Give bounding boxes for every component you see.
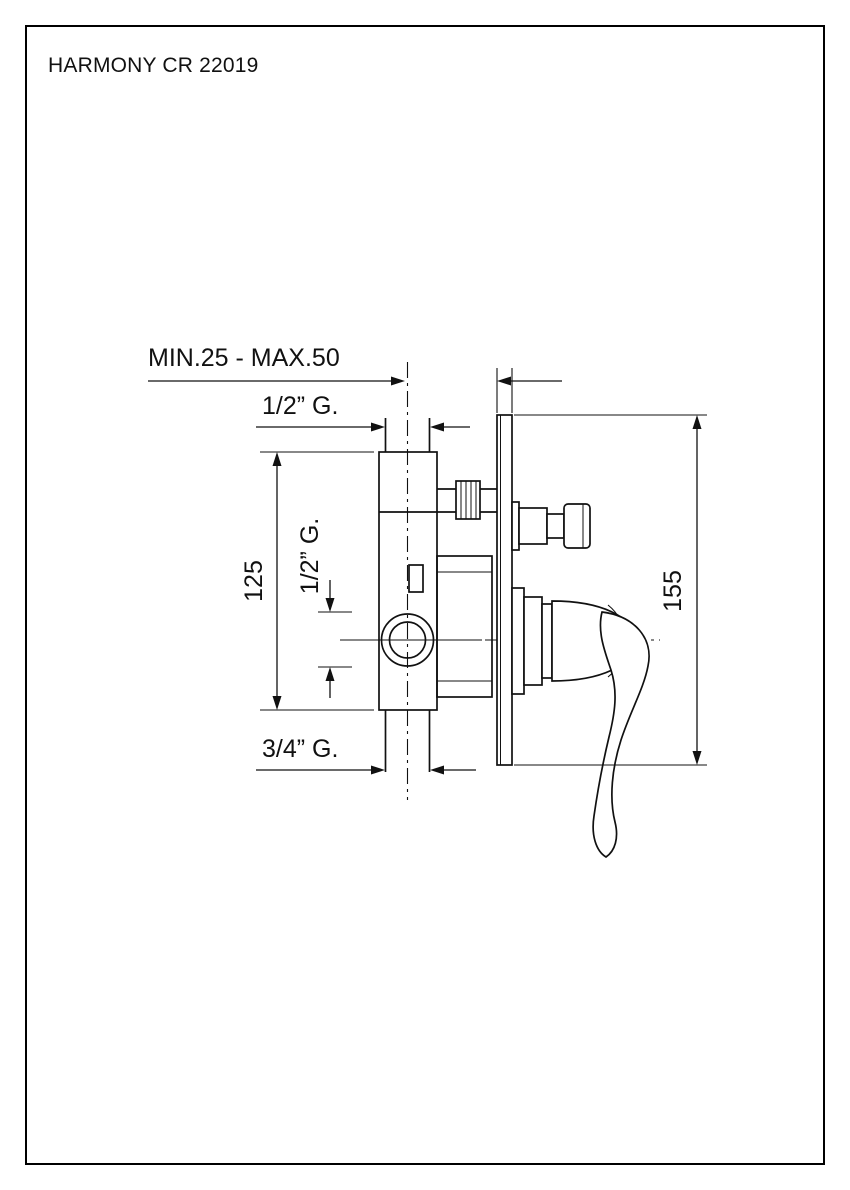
mixer-body (318, 418, 497, 772)
diverter-knob (511, 501, 591, 551)
connection-nut (455, 480, 481, 520)
dimension-body-height: 125 (240, 451, 374, 711)
top-thread-label: 1/2” G. (262, 392, 338, 420)
handle-lever (592, 611, 650, 859)
plate-height-label: 155 (659, 570, 687, 612)
border-frame (25, 25, 825, 1165)
dimension-depth-range: MIN.25 - MAX.50 (148, 344, 562, 386)
dimension-bottom-thread: 3/4” G. (256, 735, 476, 775)
drawing-title: HARMONY CR 22019 (48, 54, 259, 77)
bottom-thread-label: 3/4” G. (262, 735, 338, 763)
wall-plate (496, 368, 513, 766)
dimension-top-thread: 1/2” G. (256, 392, 470, 432)
body-height-label: 125 (240, 560, 268, 602)
depth-range-label: MIN.25 - MAX.50 (148, 344, 340, 372)
side-thread-label: 1/2” G. (296, 518, 324, 594)
body-slot (408, 564, 424, 593)
lever-handle (511, 587, 650, 859)
dimension-plate-height: 155 (514, 414, 707, 766)
dimension-side-thread: 1/2” G. (296, 518, 335, 698)
cartridge-housing (436, 555, 493, 698)
